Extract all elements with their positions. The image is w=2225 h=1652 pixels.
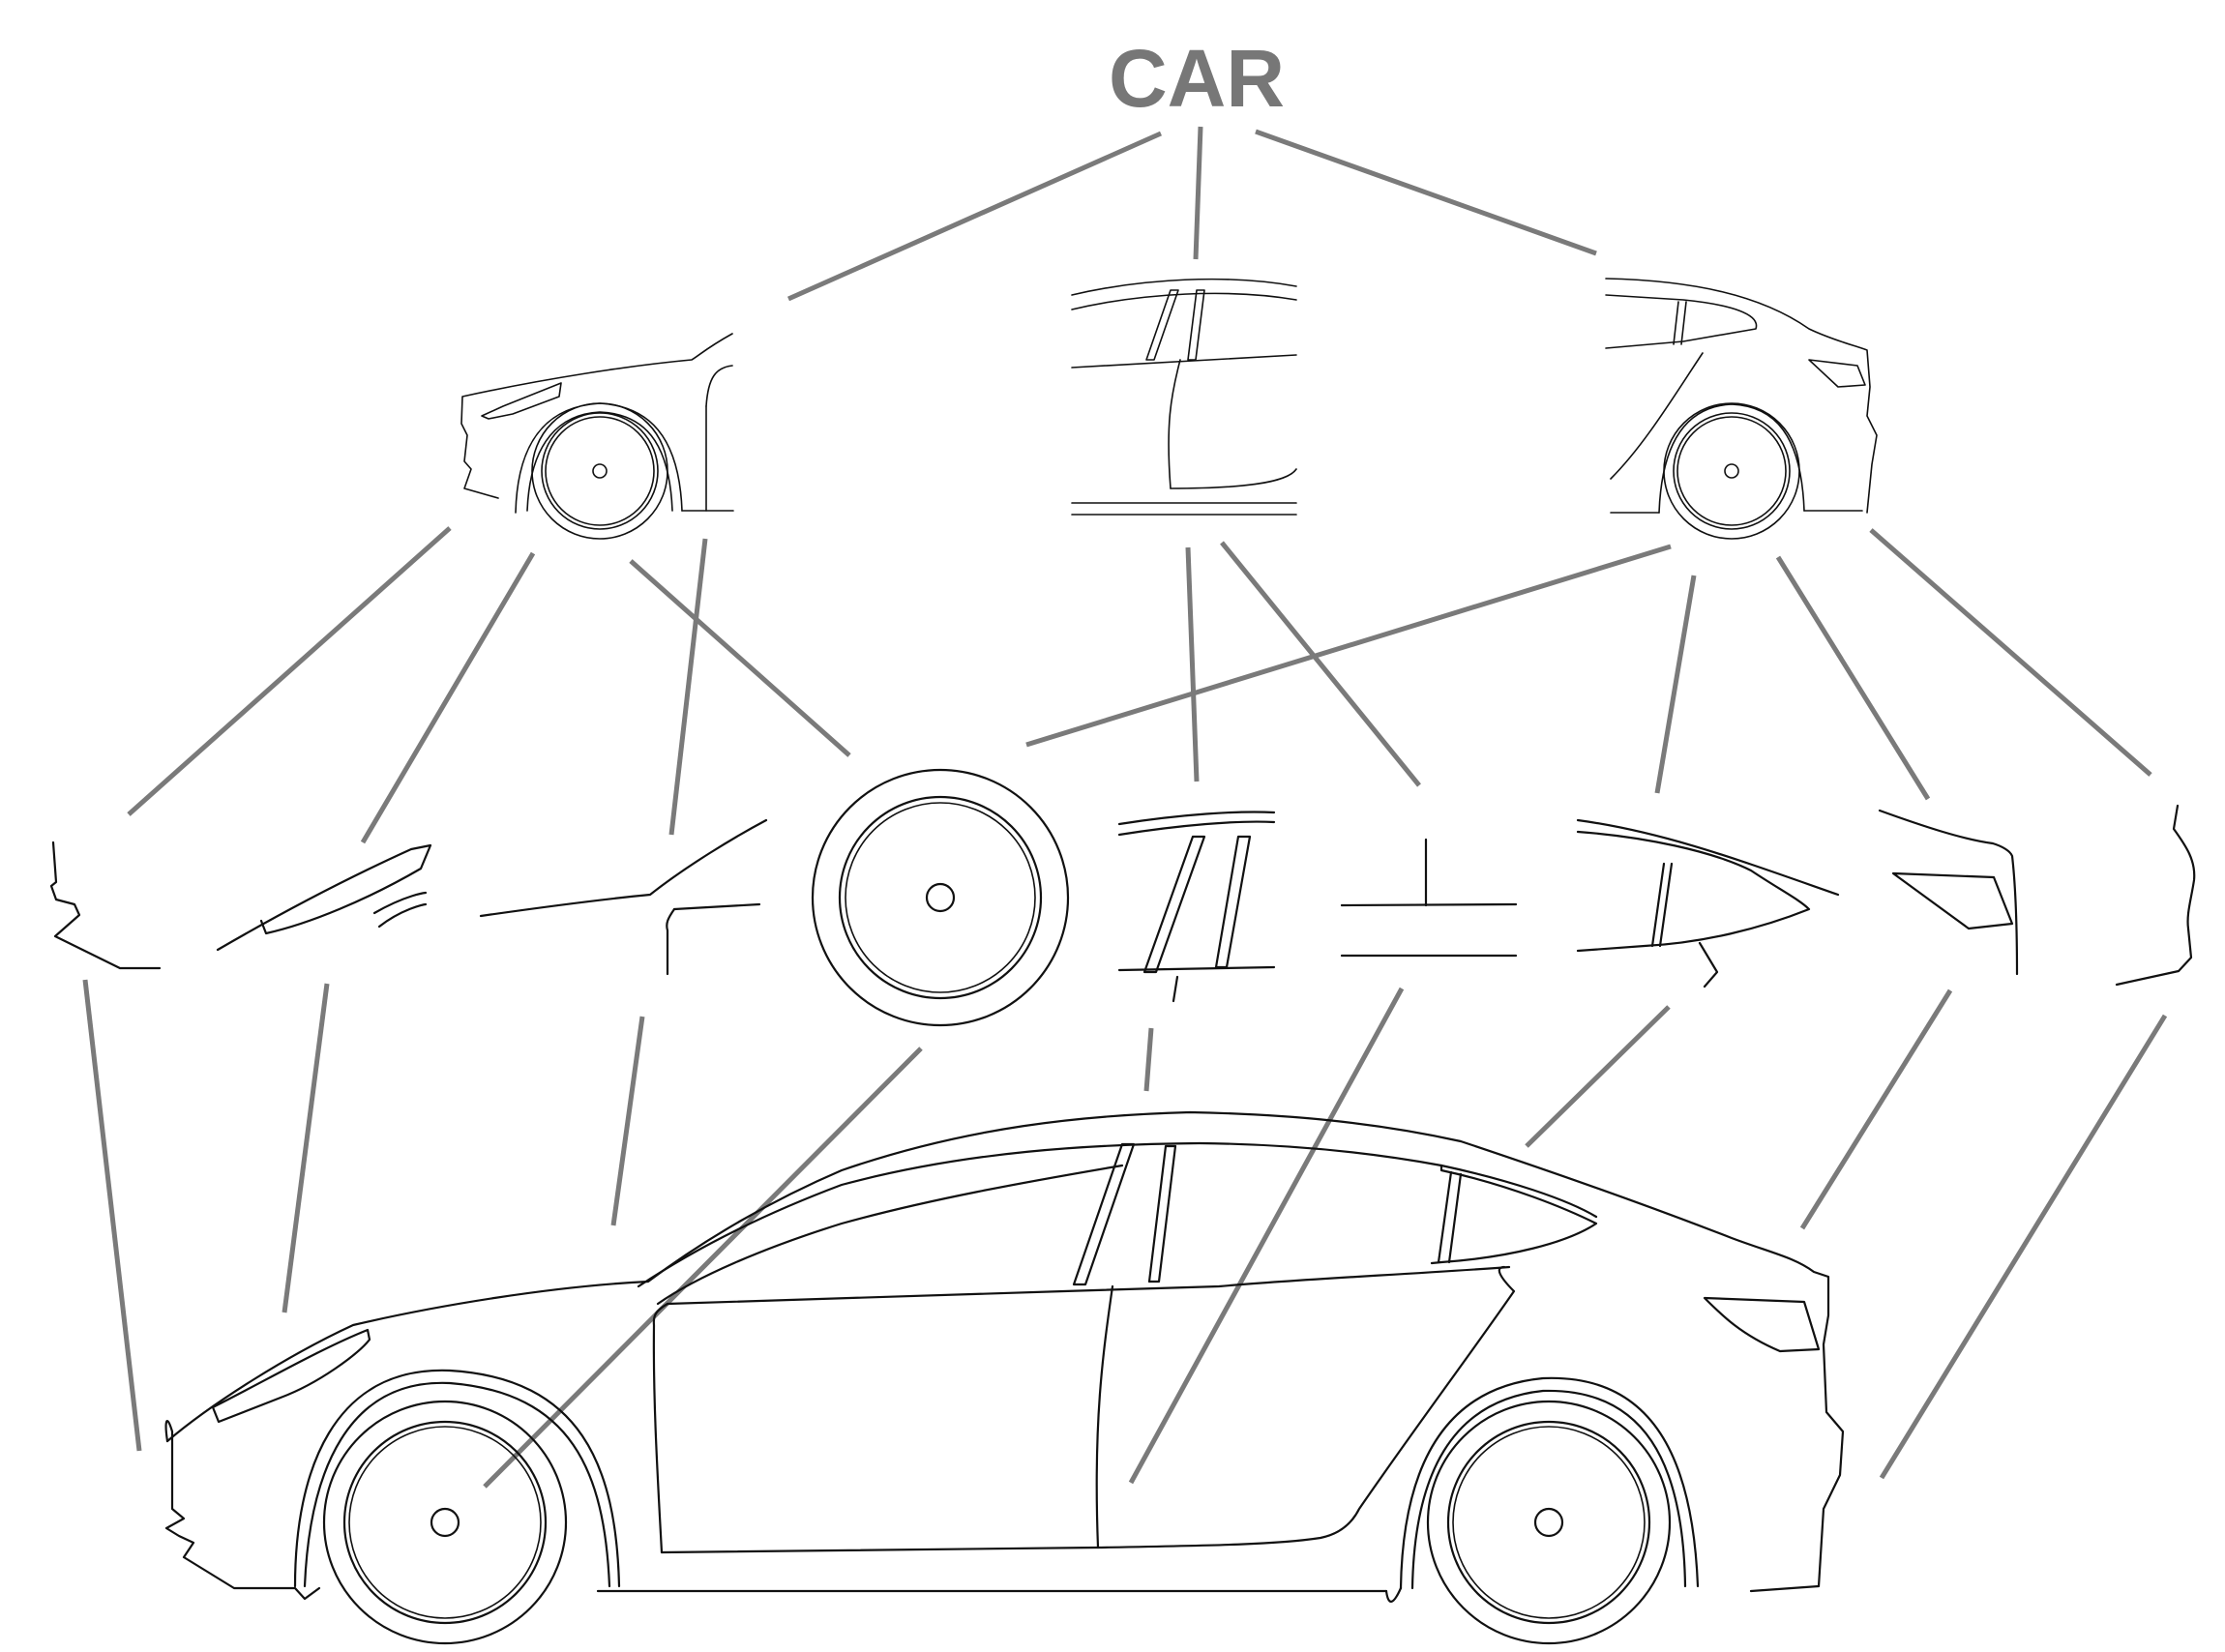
b-pillar-part <box>1117 811 1276 1003</box>
car-front-section <box>460 333 734 540</box>
connector-wheel-car <box>483 1047 923 1489</box>
connector-rearbumper-car <box>1879 1014 2168 1480</box>
connector-hood-car <box>610 1016 645 1226</box>
connector-rear-taillight <box>1775 555 1931 801</box>
connectors-parts-to-car <box>82 979 2168 1489</box>
connector-headlight-car <box>282 983 330 1313</box>
connector-front-hood <box>668 538 708 836</box>
hood-windshield-part <box>479 818 768 976</box>
headlight-part <box>216 843 432 952</box>
connector-taillight-car <box>1799 988 1953 1230</box>
connector-front-bumper <box>127 526 452 816</box>
connector-root-middle <box>1193 126 1203 260</box>
connector-seam-car <box>1128 987 1405 1485</box>
connectors-root-to-sections <box>786 126 1597 302</box>
full-car-side-view <box>164 1110 1845 1645</box>
wheel-part <box>811 768 1070 1027</box>
connector-bumper-car <box>82 979 142 1452</box>
connector-front-wheel <box>629 559 851 757</box>
diagram-title: CAR <box>1109 33 1285 124</box>
rear-bumper-part <box>2115 804 2196 987</box>
front-bumper-part <box>49 841 162 970</box>
connector-rear-window <box>1654 575 1697 794</box>
connector-rear-wheel <box>1025 544 1672 748</box>
taillight-part <box>1878 809 2019 976</box>
connector-pillar-car <box>1143 1027 1154 1092</box>
connector-window-car <box>1525 1005 1671 1148</box>
connector-front-headlight <box>360 551 536 844</box>
connector-middle-seam <box>1220 541 1421 787</box>
car-middle-section <box>1071 278 1297 516</box>
door-seam-part <box>1340 838 1518 958</box>
connector-root-rear <box>1255 129 1597 256</box>
car-rear-section <box>1605 278 1878 540</box>
rear-window-part <box>1576 818 1840 988</box>
connector-rear-bumper <box>1869 528 2152 777</box>
connector-root-front <box>786 131 1163 302</box>
connectors-sections-to-parts <box>127 526 2152 844</box>
connector-middle-pillar <box>1185 546 1200 782</box>
